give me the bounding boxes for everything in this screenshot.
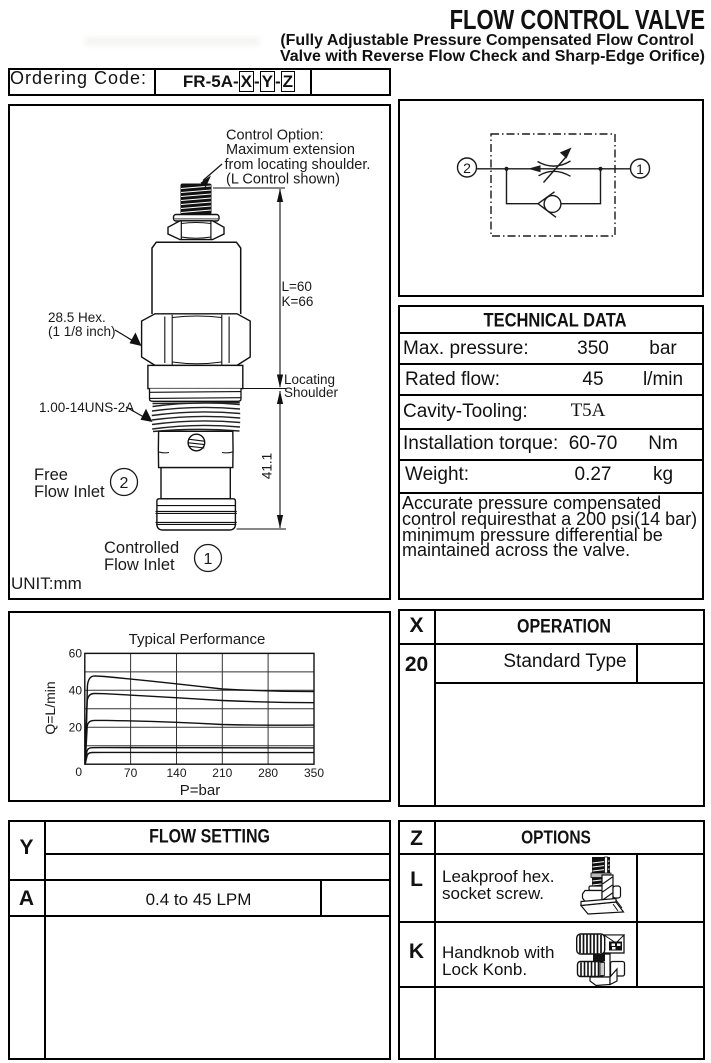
svg-text:Controlled: Controlled	[104, 539, 179, 557]
svg-text:41.1: 41.1	[260, 453, 275, 479]
svg-text:Typical Performance: Typical Performance	[129, 631, 266, 648]
svg-text:K=66: K=66	[282, 294, 314, 309]
svg-text:350: 350	[304, 766, 324, 780]
svg-text:Q=L/min: Q=L/min	[42, 681, 58, 734]
svg-text:Locating: Locating	[284, 372, 335, 387]
svg-text:from locating shoulder.: from locating shoulder.	[225, 157, 371, 173]
svg-text:(L Control shown): (L Control shown)	[226, 172, 340, 188]
svg-text:2: 2	[463, 160, 471, 176]
svg-text:Control Option:: Control Option:	[226, 128, 324, 144]
svg-text:Flow Inlet: Flow Inlet	[34, 483, 105, 501]
svg-text:0: 0	[75, 765, 82, 779]
svg-text:1: 1	[636, 161, 644, 177]
svg-text:P=bar: P=bar	[180, 782, 220, 799]
svg-text:28.5 Hex.: 28.5 Hex.	[48, 310, 106, 325]
svg-text:Shoulder: Shoulder	[284, 385, 339, 400]
svg-text:(1 1/8 inch): (1 1/8 inch)	[48, 324, 116, 339]
svg-text:Free: Free	[34, 466, 68, 484]
svg-text:20: 20	[69, 720, 83, 734]
svg-text:70: 70	[124, 766, 138, 780]
svg-text:280: 280	[258, 766, 278, 780]
svg-text:1.00-14UNS-2A: 1.00-14UNS-2A	[39, 400, 134, 415]
svg-text:60: 60	[69, 647, 83, 661]
svg-text:40: 40	[69, 683, 83, 697]
svg-text:210: 210	[212, 766, 232, 780]
svg-text:140: 140	[166, 766, 186, 780]
svg-text:1: 1	[204, 551, 213, 568]
svg-text:Flow Inlet: Flow Inlet	[104, 556, 175, 574]
svg-text:UNIT:mm: UNIT:mm	[11, 574, 82, 593]
svg-text:Maximum extension: Maximum extension	[226, 142, 355, 158]
svg-text:2: 2	[120, 475, 129, 492]
svg-text:L=60: L=60	[282, 279, 312, 294]
